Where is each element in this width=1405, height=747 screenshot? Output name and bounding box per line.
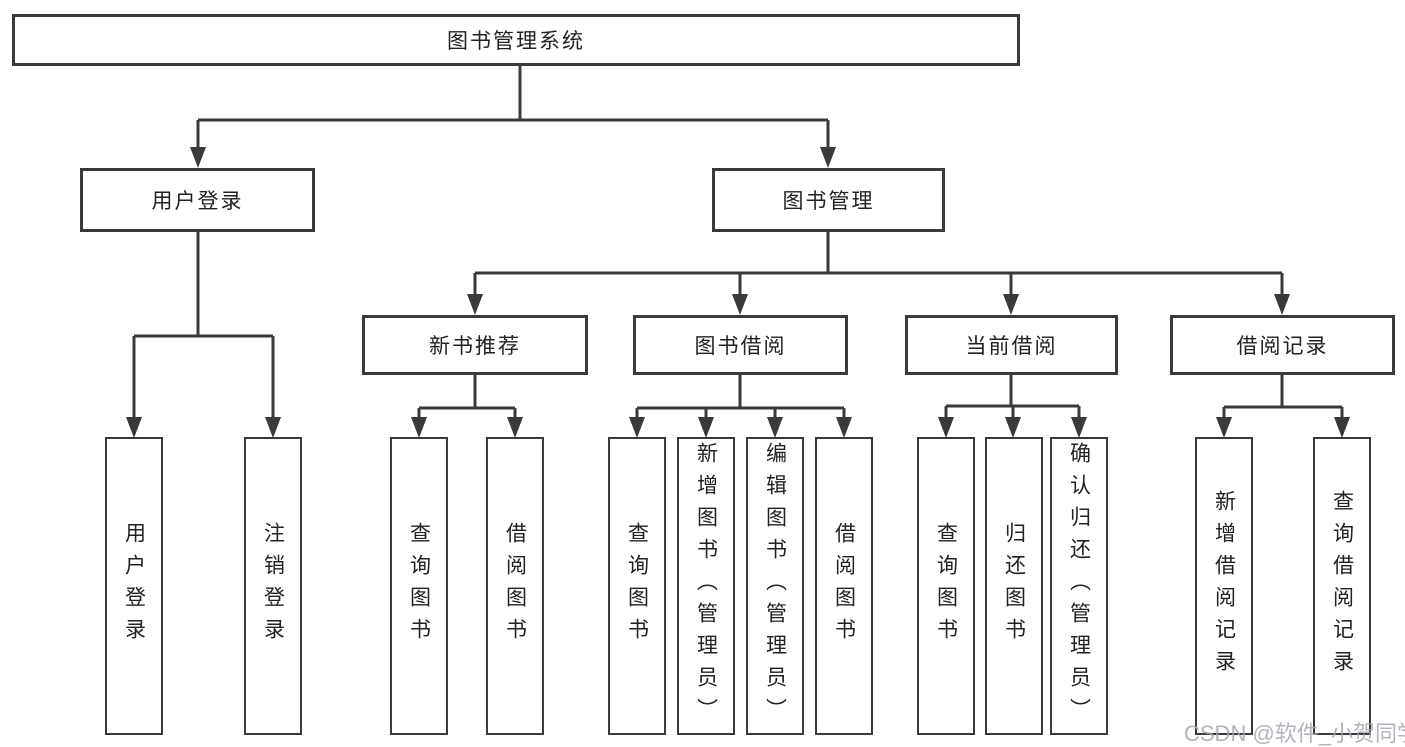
arrowheads [126, 147, 1350, 438]
arrowhead [126, 417, 142, 438]
node-library-management-system: 图书管理系统 [12, 14, 1020, 66]
node-label: 用户登录 [151, 190, 244, 213]
connector-book-management-to-level3 [473, 232, 1284, 297]
connector-new-book-to-leaves [417, 375, 517, 420]
leaf-label: 注销登录 [261, 522, 285, 650]
node-borrowing-records: 借阅记录 [1170, 315, 1395, 375]
leaf-return-books: 归还图书 [985, 437, 1043, 735]
arrowhead [767, 417, 783, 438]
leaf-label: 借阅图书 [832, 522, 856, 650]
leaf-label: 编辑图书（管理员） [763, 442, 787, 730]
leaf-edit-books-admin: 编辑图书（管理员） [746, 437, 804, 735]
connector-user-login-to-leaves [132, 232, 275, 420]
arrowhead [1071, 417, 1087, 438]
arrowhead [1005, 417, 1021, 438]
connector-root-to-level2 [196, 66, 830, 150]
node-label: 当前借阅 [965, 335, 1058, 358]
connector-current-borrow-to-leaves [944, 375, 1081, 420]
node-new-book-recommend: 新书推荐 [362, 315, 588, 375]
leaf-add-books-admin: 新增图书（管理员） [677, 437, 735, 735]
connector-paths [132, 66, 1344, 420]
node-book-borrowing: 图书借阅 [633, 315, 848, 375]
connector-book-borrow-to-leaves [635, 375, 846, 420]
leaf-label: 查询图书 [407, 522, 431, 650]
leaf-label: 确认归还（管理员） [1067, 442, 1091, 730]
connector-borrow-records-to-leaves [1222, 375, 1344, 420]
node-label: 图书管理系统 [447, 30, 585, 53]
arrowhead [698, 417, 714, 438]
leaf-label: 新增借阅记录 [1212, 490, 1236, 682]
arrowhead [467, 294, 483, 315]
node-book-management: 图书管理 [712, 168, 945, 232]
leaf-confirm-return-admin: 确认归还（管理员） [1050, 437, 1108, 735]
leaf-label: 归还图书 [1002, 522, 1026, 650]
leaf-label: 借阅图书 [503, 522, 527, 650]
leaf-user-login: 用户登录 [105, 437, 163, 735]
leaf-label: 查询图书 [934, 522, 958, 650]
arrowhead [265, 417, 281, 438]
arrowhead [190, 147, 206, 168]
node-label: 图书管理 [782, 190, 875, 213]
node-current-borrowing: 当前借阅 [905, 315, 1118, 375]
arrowhead [507, 417, 523, 438]
arrowhead [938, 417, 954, 438]
arrowhead [820, 147, 836, 168]
leaf-borrow-books-recommend: 借阅图书 [486, 437, 544, 735]
arrowhead [1003, 294, 1019, 315]
leaf-query-books-current: 查询图书 [917, 437, 975, 735]
leaf-query-borrow-record: 查询借阅记录 [1313, 437, 1371, 735]
node-label: 借阅记录 [1236, 335, 1329, 358]
leaf-label: 用户登录 [122, 522, 146, 650]
arrowhead [836, 417, 852, 438]
arrowhead [629, 417, 645, 438]
leaf-label: 新增图书（管理员） [694, 442, 718, 730]
arrowhead [1216, 417, 1232, 438]
leaf-query-books-recommend: 查询图书 [390, 437, 448, 735]
leaf-logout: 注销登录 [244, 437, 302, 735]
arrowhead [732, 294, 748, 315]
leaf-label: 查询借阅记录 [1330, 490, 1354, 682]
arrowhead [1274, 294, 1290, 315]
leaf-add-borrow-record: 新增借阅记录 [1195, 437, 1253, 735]
arrowhead [411, 417, 427, 438]
leaf-label: 查询图书 [625, 522, 649, 650]
node-label: 图书借阅 [694, 335, 787, 358]
leaf-borrow-books-borrowing: 借阅图书 [815, 437, 873, 735]
leaf-query-books-borrowing: 查询图书 [608, 437, 666, 735]
arrowhead [1334, 417, 1350, 438]
node-user-login: 用户登录 [80, 168, 315, 232]
node-label: 新书推荐 [429, 335, 521, 358]
csdn-watermark: CSDN @软件_小贺同学 [1184, 721, 1405, 746]
